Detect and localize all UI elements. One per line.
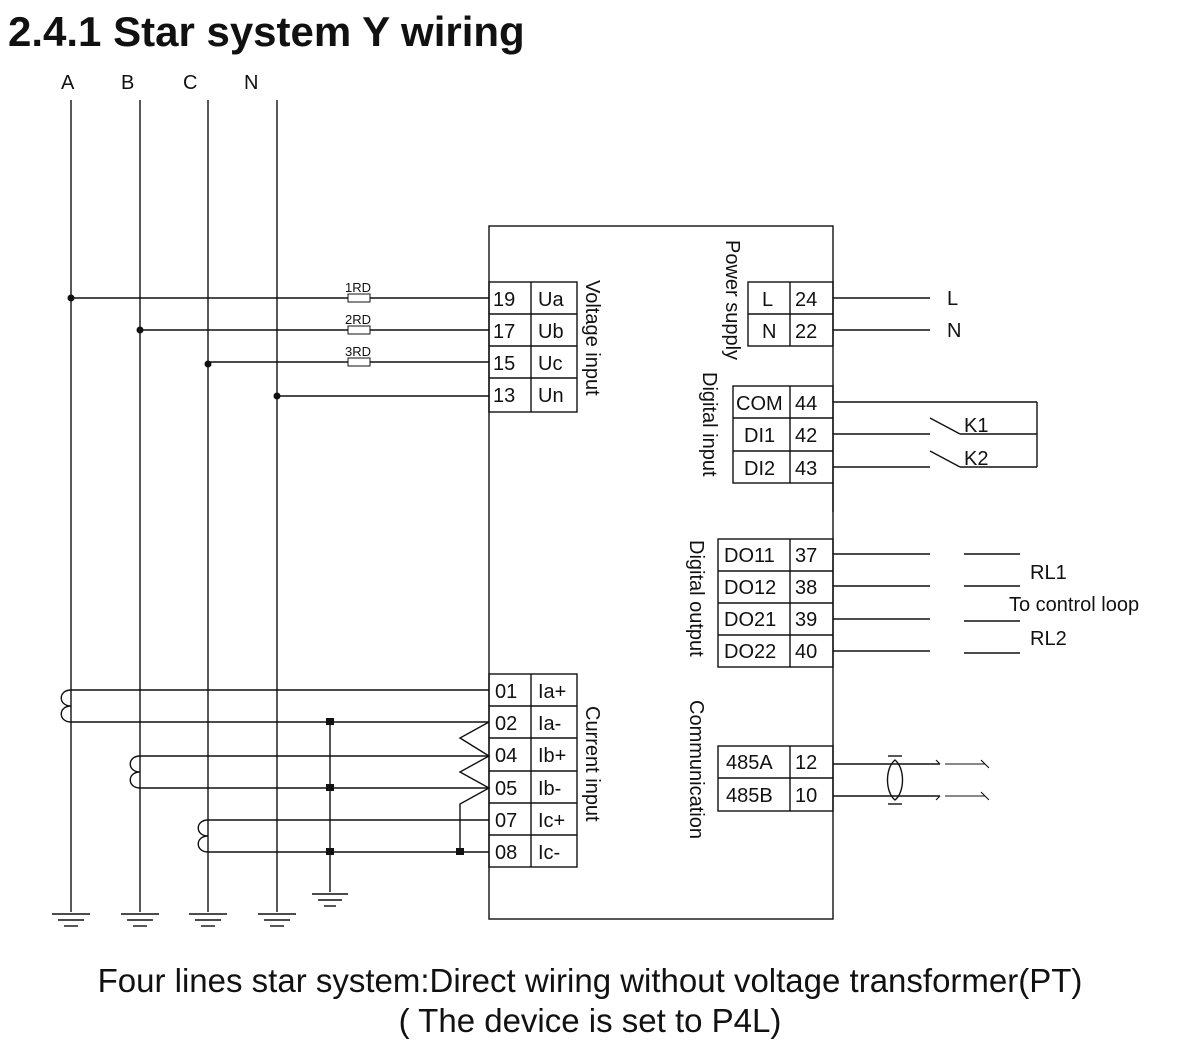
relay-label: RL1 bbox=[1030, 562, 1067, 584]
power-supply-block: L 24 N 22 L N Power supply bbox=[721, 240, 961, 360]
communication-block: 485A 12 485B 10 Communication bbox=[685, 700, 990, 839]
terminal-name: Un bbox=[538, 385, 564, 407]
terminal-number: 42 bbox=[795, 425, 817, 447]
digital-output-block: DO11 37 DO12 38 DO21 39 DO22 40 Digital … bbox=[685, 538, 1139, 668]
power-neutral-label: N bbox=[947, 320, 961, 342]
terminal-name: DO22 bbox=[724, 641, 776, 663]
terminal-name: DO11 bbox=[724, 545, 775, 567]
terminal-name: L bbox=[762, 289, 773, 311]
voltage-input-label: Voltage input bbox=[581, 280, 603, 396]
current-input-label: Current input bbox=[581, 706, 603, 822]
terminal-number: 10 bbox=[795, 785, 817, 807]
fuse-label: 1RD bbox=[345, 280, 371, 295]
diagram-caption-line1: Four lines star system:Direct wiring wit… bbox=[97, 962, 1083, 999]
terminal-name: Ic- bbox=[538, 842, 560, 864]
terminal-name: Ia+ bbox=[538, 681, 566, 703]
switch-label: K1 bbox=[964, 415, 988, 437]
terminal-number: 40 bbox=[795, 641, 817, 663]
terminal-name: 485B bbox=[726, 785, 773, 807]
terminal-number: 15 bbox=[493, 353, 515, 375]
terminal-number: 43 bbox=[795, 458, 817, 480]
terminal-number: 02 bbox=[495, 713, 517, 735]
terminal-name: COM bbox=[736, 393, 783, 415]
terminal-number: 12 bbox=[795, 752, 817, 774]
voltage-input-block: 19 Ua 17 Ub 15 Uc 13 Un Voltage input bbox=[488, 280, 603, 413]
switch-label: K2 bbox=[964, 448, 988, 470]
power-supply-label: Power supply bbox=[721, 240, 743, 360]
page-title: 2.4.1 Star system Y wiring bbox=[8, 8, 525, 55]
terminal-number: 19 bbox=[493, 289, 515, 311]
fuse-label: 2RD bbox=[345, 312, 371, 327]
terminal-name: N bbox=[762, 321, 776, 343]
current-transformer-wiring bbox=[60, 689, 491, 907]
communication-label: Communication bbox=[685, 700, 707, 839]
relay-label: RL2 bbox=[1030, 628, 1067, 650]
terminal-name: Ub bbox=[538, 321, 564, 343]
phase-label-a: A bbox=[61, 72, 75, 94]
terminal-number: 22 bbox=[795, 321, 817, 343]
phase-label-c: C bbox=[183, 72, 197, 94]
phase-label-n: N bbox=[244, 72, 258, 94]
terminal-name: 485A bbox=[726, 752, 773, 774]
diagram-caption-line2: ( The device is set to P4L) bbox=[398, 1002, 782, 1039]
terminal-number: 39 bbox=[795, 609, 817, 631]
terminal-name: DO12 bbox=[724, 577, 776, 599]
digital-input-label: Digital input bbox=[698, 372, 720, 477]
terminal-number: 08 bbox=[495, 842, 517, 864]
terminal-number: 38 bbox=[795, 577, 817, 599]
terminal-number: 04 bbox=[495, 745, 517, 767]
phase-busbars bbox=[70, 100, 278, 912]
terminal-name: DO21 bbox=[724, 609, 776, 631]
terminal-name: Ib- bbox=[538, 778, 561, 800]
terminal-name: DI1 bbox=[744, 425, 775, 447]
terminal-name: Ib+ bbox=[538, 745, 566, 767]
terminal-name: Ua bbox=[538, 289, 564, 311]
fuse-label: 3RD bbox=[345, 344, 371, 359]
terminal-name: DI2 bbox=[744, 458, 775, 480]
terminal-name: Ia- bbox=[538, 713, 561, 735]
terminal-name: Uc bbox=[538, 353, 562, 375]
terminal-number: 13 bbox=[493, 385, 515, 407]
current-input-block: 01 Ia+ 02 Ia- 04 Ib+ 05 Ib- 07 Ic+ 08 Ic… bbox=[488, 673, 603, 868]
terminal-name: Ic+ bbox=[538, 810, 565, 832]
phase-label-b: B bbox=[121, 72, 134, 94]
fuse-icon bbox=[347, 293, 371, 367]
terminal-number: 37 bbox=[795, 545, 817, 567]
terminal-number: 07 bbox=[495, 810, 517, 832]
terminal-number: 05 bbox=[495, 778, 517, 800]
voltage-wires bbox=[67, 294, 489, 400]
digital-input-block: COM 44 DI1 42 DI2 43 Digital input K1 K2 bbox=[698, 372, 1038, 512]
terminal-number: 17 bbox=[493, 321, 515, 343]
control-loop-label: To control loop bbox=[1009, 594, 1139, 616]
ground-icon bbox=[52, 913, 296, 927]
terminal-number: 44 bbox=[795, 393, 817, 415]
terminal-number: 01 bbox=[495, 681, 517, 703]
digital-output-label: Digital output bbox=[685, 540, 707, 657]
terminal-number: 24 bbox=[795, 289, 817, 311]
shielded-cable-icon bbox=[886, 755, 904, 805]
power-line-label: L bbox=[947, 288, 958, 310]
